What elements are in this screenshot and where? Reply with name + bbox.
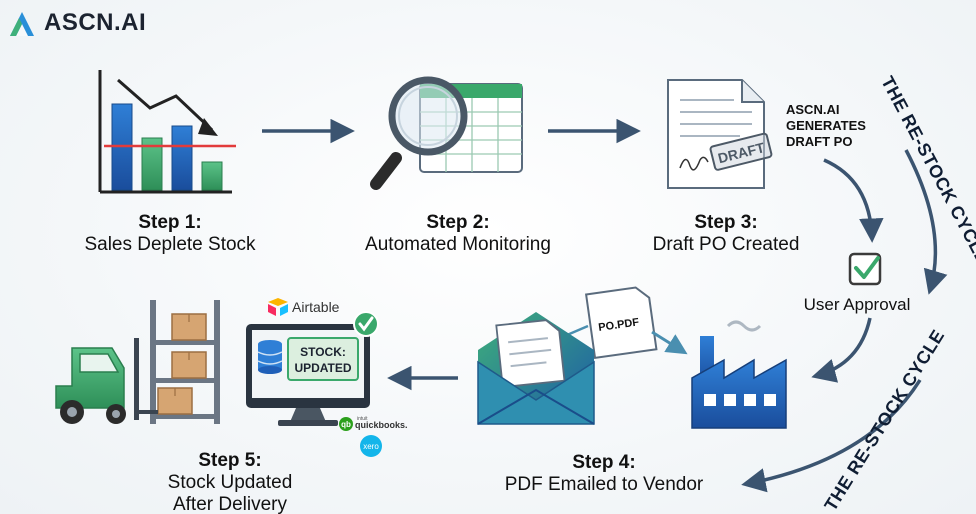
step-5-desc: Stock Updated [167,472,293,493]
cycle-arc-upper [904,149,948,295]
user-approval-label: User Approval [803,295,911,314]
arrow-approval-to-factory [811,317,872,383]
approval-checkbox-icon [848,252,882,286]
step-5-desc-2: After Delivery [172,494,288,514]
warehouse-shelf-icon [150,300,220,424]
step-5-title: Step 5: [198,450,262,471]
forklift-icon [55,338,158,424]
step-4-desc: PDF Emailed to Vendor [504,474,704,495]
airtable-label: Airtable [292,299,340,315]
airtable-logo-icon [268,298,288,316]
step-5-caption: Step 5: Stock Updated After Delivery [130,450,330,514]
stock-status-line1: STOCK: [300,345,346,359]
brand-logo-spacer [8,8,38,38]
po-pdf-text: PO.PDF [598,316,640,334]
sales-chart-icon [98,70,236,194]
ascn-logo-icon [10,12,34,36]
step-3-title: Step 3: [694,212,758,233]
xero-label: xero [363,442,379,451]
stock-status-line2: UPDATED [294,361,351,375]
quickbooks-logo-icon: qb [339,417,353,431]
generates-line-2: GENERATES [786,118,866,133]
step-2-title: Step 2: [426,212,490,233]
computer-monitor-icon: STOCK: UPDATED [246,324,370,426]
quickbooks-top-label: intuit [357,416,368,422]
step-2-desc: Automated Monitoring [365,234,551,255]
step-1-title: Step 1: [138,212,202,233]
brand-header: ASCN.AI [8,8,146,38]
success-check-icon [353,311,379,337]
step-3-caption: Step 3: Draft PO Created [626,212,826,256]
database-icon [257,340,283,374]
generates-draft-po-label: ASCN.AI GENERATES DRAFT PO [786,102,896,150]
step-1-caption: Step 1: Sales Deplete Stock [60,212,280,256]
step-3-desc: Draft PO Created [652,234,800,255]
brand-name: ASCN.AI [44,9,147,36]
step-4-title: Step 4: [572,452,636,473]
step-2-caption: Step 2: Automated Monitoring [338,212,578,256]
step-4-caption: Step 4: PDF Emailed to Vendor [484,452,724,496]
generates-line-3: DRAFT PO [786,134,853,149]
quickbooks-label: quickbooks. [355,420,408,430]
arrow-step3-to-approval [823,158,884,243]
arrow-pdf-to-factory [651,330,688,355]
svg-text:qb: qb [341,420,351,429]
magnifier-spreadsheet-icon [370,76,523,190]
po-pdf-file-icon: PO.PDF [584,286,658,359]
cycle-arc-lower [741,379,922,493]
email-envelope-icon [477,312,595,425]
xero-logo-icon: xero [360,435,382,457]
vendor-factory-icon [691,320,787,429]
step-1-desc: Sales Deplete Stock [84,234,256,255]
draft-document-icon: DRAFT [667,79,773,189]
generates-line-1: ASCN.AI [786,102,840,117]
